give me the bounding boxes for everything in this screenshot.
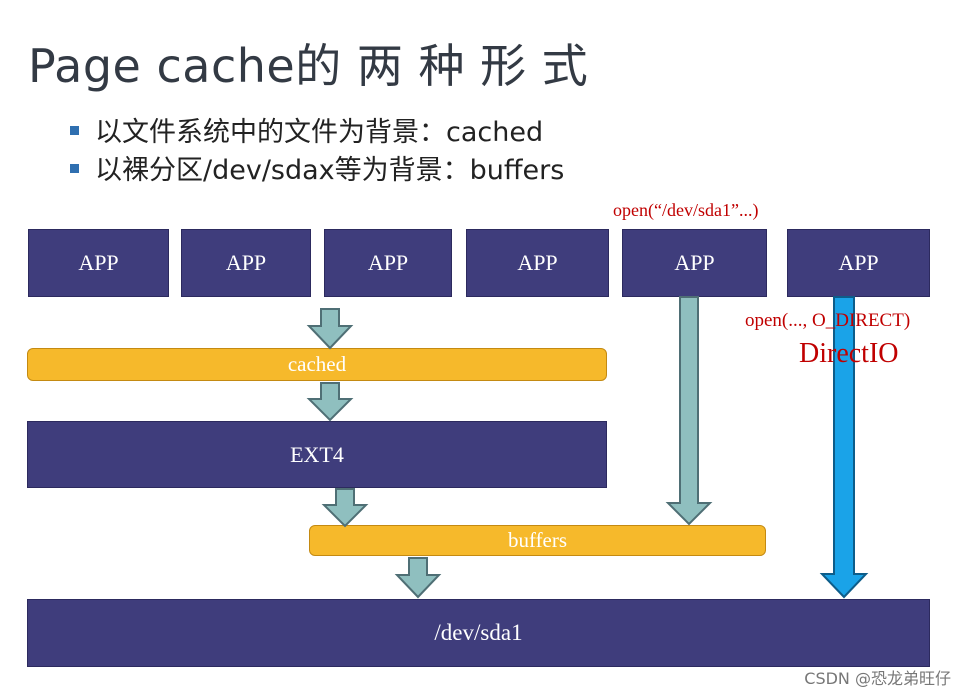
bullet-square-icon <box>70 164 79 173</box>
app-box-5: APP <box>622 229 767 297</box>
app-box-4: APP <box>466 229 609 297</box>
watermark: CSDN @恐龙弟旺仔 <box>804 669 951 688</box>
app-box-3: APP <box>324 229 452 297</box>
arrow-raw-to-buffers-icon <box>665 296 713 526</box>
bullet-square-icon <box>70 126 79 135</box>
bullet-buffers: 以裸分区/dev/sdax等为背景：buffers <box>70 148 564 187</box>
app-box-6: APP <box>787 229 930 297</box>
cached-bar: cached <box>27 348 607 381</box>
device-layer: /dev/sda1 <box>27 599 930 667</box>
buffers-bar: buffers <box>309 525 766 556</box>
bullet-text: 以裸分区/dev/sdax等为背景：buffers <box>95 155 565 186</box>
arrow-app-to-cached-icon <box>306 308 354 350</box>
arrow-cached-to-ext4-icon <box>306 382 354 422</box>
bullet-text: 以文件系统中的文件为背景：cached <box>95 117 544 148</box>
app-box-1: APP <box>28 229 169 297</box>
arrow-directio-icon <box>819 296 869 599</box>
arrow-buffers-to-device-icon <box>394 557 442 599</box>
arrow-ext4-to-buffers-icon <box>321 488 369 528</box>
bullet-cached: 以文件系统中的文件为背景：cached <box>70 110 543 149</box>
annotation-directio: DirectIO <box>799 338 899 369</box>
page-title: Page cache的 两 种 形 式 <box>28 39 589 93</box>
app-box-2: APP <box>181 229 311 297</box>
annotation-open-direct: open(..., O_DIRECT) <box>745 310 911 331</box>
ext4-layer: EXT4 <box>27 421 607 488</box>
annotation-open-raw: open(“/dev/sda1”...) <box>613 200 759 220</box>
